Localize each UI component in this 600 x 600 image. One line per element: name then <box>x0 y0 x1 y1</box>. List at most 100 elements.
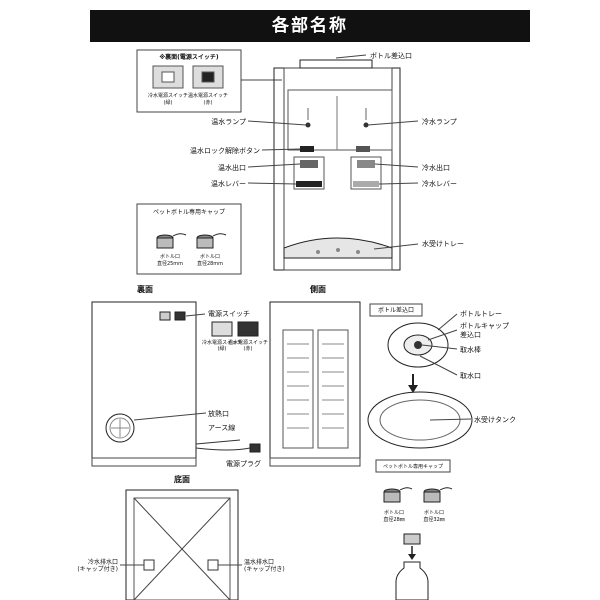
cold-switch-rocker-icon <box>161 71 175 83</box>
front-view: ※裏面(電源スイッチ) 冷水電源スイッチ (緑) 温水電源スイッチ (赤) <box>136 49 464 275</box>
back-dispenser-body <box>91 301 197 467</box>
cold-drain-label-a: 冷水排水口 <box>88 558 118 566</box>
vent-leader <box>133 412 207 421</box>
bottom-heading: 底面 <box>173 474 190 484</box>
earth-wire <box>195 439 241 445</box>
hot-switch-rocker-icon <box>201 71 215 83</box>
water-hole-label: 取水口 <box>460 371 481 380</box>
pet-cap-box-2-title: ペットボトル専用キャップ <box>383 463 443 470</box>
pet-cap-25-label-b: 直径25mm <box>157 260 183 267</box>
pet-cap2-32-strap <box>439 487 453 491</box>
hot-outlet-label: 温水出口 <box>218 163 246 172</box>
back-power-switch-label: 電源スイッチ <box>208 309 250 318</box>
back-hot-switch-icon <box>174 311 186 321</box>
back-cold-switch-color: (緑) <box>218 345 227 352</box>
hot-lamp-icon <box>305 122 311 128</box>
pet-cap-25-strap <box>172 233 187 237</box>
hot-lever-icon <box>296 181 322 187</box>
back-view: 裏面 電源スイッチ 冷水電源スイッチ (緑) 温水電源スイッチ (赤) 放熱口 … <box>91 284 268 468</box>
water-tank-label: 水受けタンク <box>474 415 516 424</box>
cold-lamp-leader <box>367 120 419 126</box>
water-rod-icon <box>414 341 422 349</box>
pet-cap-box-2-title-box <box>375 459 451 473</box>
cold-lamp-icon <box>363 122 369 128</box>
water-rod-leader <box>421 344 458 350</box>
side-view: 側面 <box>269 284 361 467</box>
side-base <box>269 457 361 467</box>
bottom-diagonal <box>133 497 231 600</box>
cold-lever-icon <box>353 181 379 187</box>
back-base <box>91 457 197 467</box>
vent-label: 放熱口 <box>208 409 229 418</box>
pet-cap-28-body <box>196 237 214 249</box>
side-vent-panel-right <box>317 329 349 449</box>
pet-cap-25-body <box>156 237 174 249</box>
pet-cap2-32-label-b: 直径32㎜ <box>423 516 444 523</box>
water-tank-inner <box>379 399 461 441</box>
back-hot-switch-label: 温水電源スイッチ <box>228 339 268 346</box>
cold-lever-label: 冷水レバー <box>422 179 457 188</box>
pet-bottle-arrow-head <box>408 554 416 560</box>
hot-lock-button-icon <box>300 146 314 152</box>
pet-cap-28-label-b: 直径28mm <box>197 260 223 267</box>
water-rod-label: 取水棒 <box>460 345 481 354</box>
bottle-inlet-leader <box>335 54 367 59</box>
hot-lock-leader <box>261 148 301 151</box>
bottom-body <box>125 489 239 600</box>
bottle-tray-leader <box>437 313 458 331</box>
hot-lamp-leader <box>247 120 307 126</box>
drip-tray-hole <box>316 250 320 254</box>
back-inset-cold-switch-icon <box>211 321 233 337</box>
hot-drain-label-b: (キャップ付き) <box>244 565 285 573</box>
drip-tray-label: 水受けトレー <box>422 239 464 248</box>
side-vent-panel-left <box>282 329 314 449</box>
pet-bottle-icon <box>395 561 429 600</box>
back-inset-hot-switch-icon <box>237 321 259 337</box>
arrow-head-icon <box>408 385 418 393</box>
cold-lever-leader <box>378 182 419 185</box>
back-box-cold-switch-color: (緑) <box>164 99 173 106</box>
back-heading: 裏面 <box>136 284 153 294</box>
back-box-hot-switch-label: 温水電源スイッチ <box>188 92 228 99</box>
back-cold-switch-label: 冷水電源スイッチ <box>202 339 242 346</box>
front-bottle-inlet-shape <box>299 59 373 69</box>
front-control-panel <box>287 89 393 151</box>
pet-cap2-28-strap <box>399 487 413 491</box>
bottle-cap-inlet-leader <box>427 329 458 341</box>
bottle-cap-inlet-label-a: ボトルキャップ <box>460 322 509 330</box>
bottle-inlet-label: ボトル差込口 <box>370 51 412 60</box>
hot-drain-label-a: 温水排水口 <box>244 558 274 566</box>
pet-cap-box-2: ペットボトル専用キャップ ボトル口 直径28㎜ ボトル口 直径32㎜ <box>375 459 453 600</box>
hot-lever-label: 温水レバー <box>211 179 246 188</box>
bottom-view: 底面 冷水排水口 (キャップ付き) 温水排水口 (キャップ付き) <box>77 474 285 600</box>
hot-outlet-leader <box>247 163 301 168</box>
hot-drain-icon <box>207 559 219 571</box>
pet-cap2-28-label-a: ボトル口 <box>384 509 404 516</box>
bottle-tray-label: ボトルトレー <box>460 310 502 318</box>
bottle-inlet-detail-title: ボトル差込口 <box>378 306 414 314</box>
hot-lever-leader <box>247 182 297 185</box>
power-plug-icon <box>249 443 261 453</box>
drip-tray-hole <box>356 250 360 254</box>
vent-fan-icon <box>105 413 135 443</box>
pet-cap2-32-body <box>423 491 441 503</box>
cold-drain-label-b: (キャップ付き) <box>77 565 118 573</box>
back-box-cold-switch-label: 冷水電源スイッチ <box>148 92 188 99</box>
bottle-tray-icon <box>387 322 449 368</box>
pet-cap-box <box>136 203 242 275</box>
bottle-inlet-detail-title-box <box>369 303 423 317</box>
cold-outlet-housing <box>350 156 382 190</box>
cold-panel-button-icon <box>356 146 370 152</box>
cold-outlet-icon <box>357 160 375 168</box>
back-switch-box-title: ※裏面(電源スイッチ) <box>159 53 219 61</box>
side-heading: 側面 <box>309 284 326 294</box>
back-switch-box <box>136 49 242 113</box>
water-tank-leader <box>429 418 472 421</box>
pet-bottle-cap-icon <box>403 533 421 545</box>
drip-tray-leader <box>373 243 419 250</box>
plug-label: 電源プラグ <box>226 459 261 468</box>
cold-lamp-label: 冷水ランプ <box>422 117 457 126</box>
bottom-inner <box>133 497 231 600</box>
power-cord <box>195 447 251 451</box>
